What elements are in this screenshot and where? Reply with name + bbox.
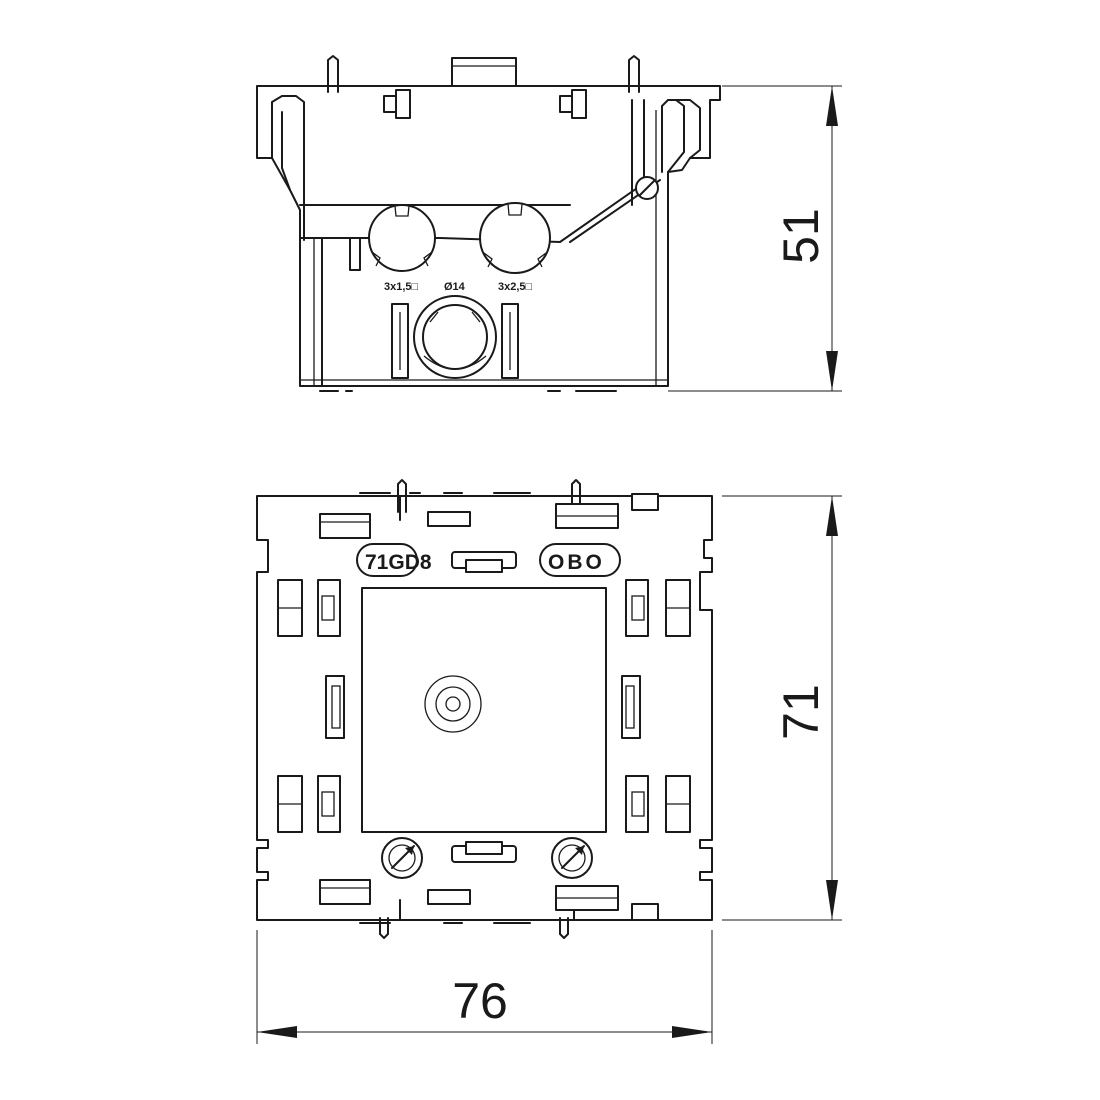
bottom-center-slot [451, 841, 517, 863]
dimension-width: 76 [256, 930, 713, 1044]
screw-right [551, 837, 593, 879]
brand-badge: OBO [539, 543, 621, 577]
right-tabs [621, 579, 691, 833]
top-center-slot [451, 551, 517, 573]
top-view: 71GD8 OBO [256, 479, 713, 939]
side-left-clip [271, 95, 361, 387]
dimension-height-side: 51 [668, 85, 842, 392]
knockout-right-label: 3x2,5□ [498, 281, 533, 293]
knockout-left-label: 3x1,5□ [384, 281, 419, 293]
dimension-height-top: 71 [722, 495, 842, 921]
top-frame-outline [256, 495, 713, 921]
knockout-right [479, 202, 551, 274]
top-edge-features [359, 479, 659, 521]
center-hole [424, 675, 482, 733]
corner-clips [319, 503, 619, 911]
model-badge: 71GD8 [356, 543, 432, 577]
dimension-label-71: 71 [773, 684, 829, 740]
cable-entry [413, 295, 497, 379]
dimension-label-76: 76 [452, 973, 508, 1029]
side-pivot [635, 176, 659, 200]
side-rails [391, 303, 519, 379]
bottom-edge-features [359, 895, 659, 939]
knockout-center-label: Ø14 [444, 281, 466, 293]
center-square [361, 587, 607, 833]
dimension-label-51: 51 [773, 208, 829, 264]
side-latches [383, 89, 587, 119]
side-top-pins [327, 55, 640, 93]
brand-label: OBO [548, 551, 605, 574]
side-view: 3x1,5□ Ø14 3x2,5□ [256, 55, 721, 392]
model-label: 71GD8 [365, 551, 432, 574]
screw-left [381, 837, 423, 879]
knockout-left [368, 204, 436, 272]
left-tabs [277, 579, 345, 833]
side-right-clip [661, 99, 701, 173]
